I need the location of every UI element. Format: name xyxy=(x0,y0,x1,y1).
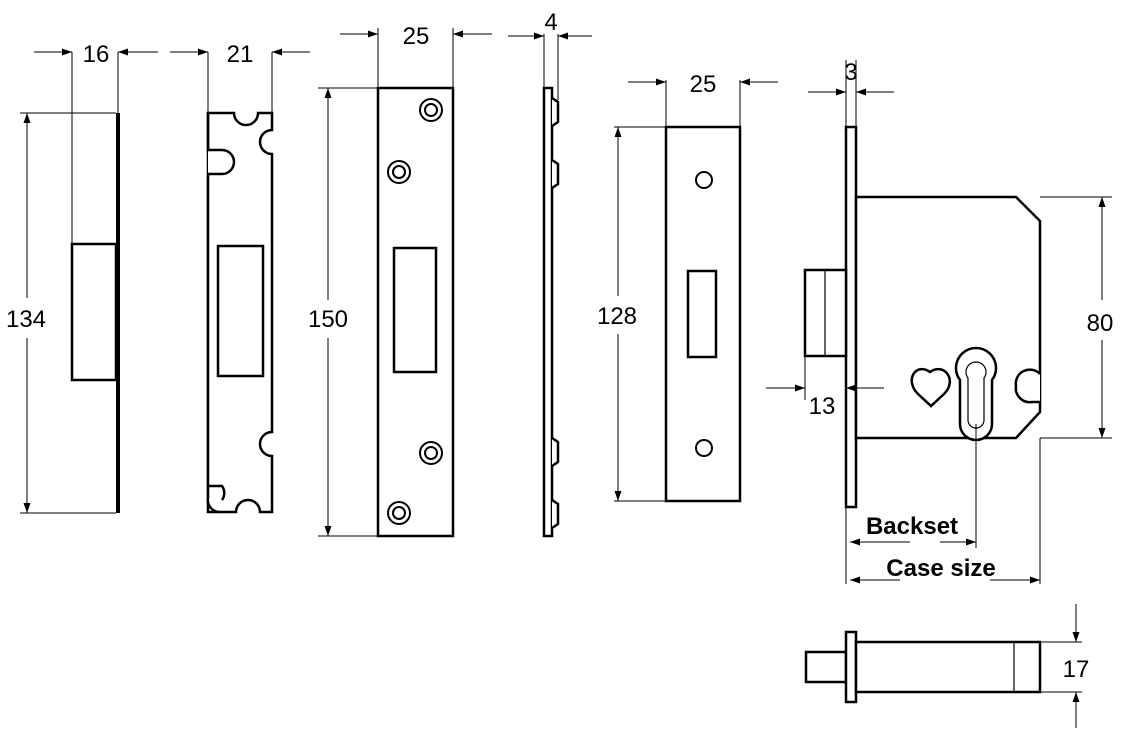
strike-strip xyxy=(20,52,120,514)
dimension-case-height: 80 xyxy=(1087,197,1114,438)
side-profile xyxy=(542,34,560,538)
dimension-backset: Backset xyxy=(850,513,976,546)
dimension-bolt-projection: 13 xyxy=(766,384,884,420)
label-bolt-projection: 13 xyxy=(809,393,836,420)
dimension-keep-height: 128 xyxy=(597,127,637,501)
dimension-case-size: Case size xyxy=(850,555,1040,584)
label-backset: Backset xyxy=(866,513,958,540)
label-bolt-width: 17 xyxy=(1063,656,1090,683)
rebate-plate xyxy=(206,52,274,514)
label-strip-height: 134 xyxy=(6,306,46,333)
label-plate-height: 150 xyxy=(308,306,348,333)
dimension-plate-height: 150 xyxy=(308,88,348,536)
dimension-plate-width: 25 xyxy=(340,23,492,50)
keep-plate xyxy=(614,80,742,503)
dimension-strip-height: 134 xyxy=(6,113,46,513)
dimension-forend-thickness: 3 xyxy=(808,59,894,96)
dimension-keep-width: 25 xyxy=(628,71,778,98)
label-keep-height: 128 xyxy=(597,303,637,330)
label-plate-width: 25 xyxy=(403,23,430,50)
label-side-thickness: 4 xyxy=(544,9,557,36)
label-forend-thickness: 3 xyxy=(844,59,857,86)
label-case-size: Case size xyxy=(886,555,995,582)
dimension-bolt-width: 17 xyxy=(1063,604,1090,728)
label-rebate-width: 21 xyxy=(227,41,254,68)
lock-body xyxy=(803,60,1112,584)
dimension-strip-width: 16 xyxy=(34,41,158,68)
dimension-side-thickness: 4 xyxy=(508,9,592,40)
label-strip-width: 16 xyxy=(83,41,110,68)
label-case-height: 80 xyxy=(1087,310,1114,337)
bolt-side-view xyxy=(804,630,1082,704)
face-plate xyxy=(318,28,455,538)
dimension-rebate-width: 21 xyxy=(170,41,310,68)
label-keep-width: 25 xyxy=(690,71,717,98)
